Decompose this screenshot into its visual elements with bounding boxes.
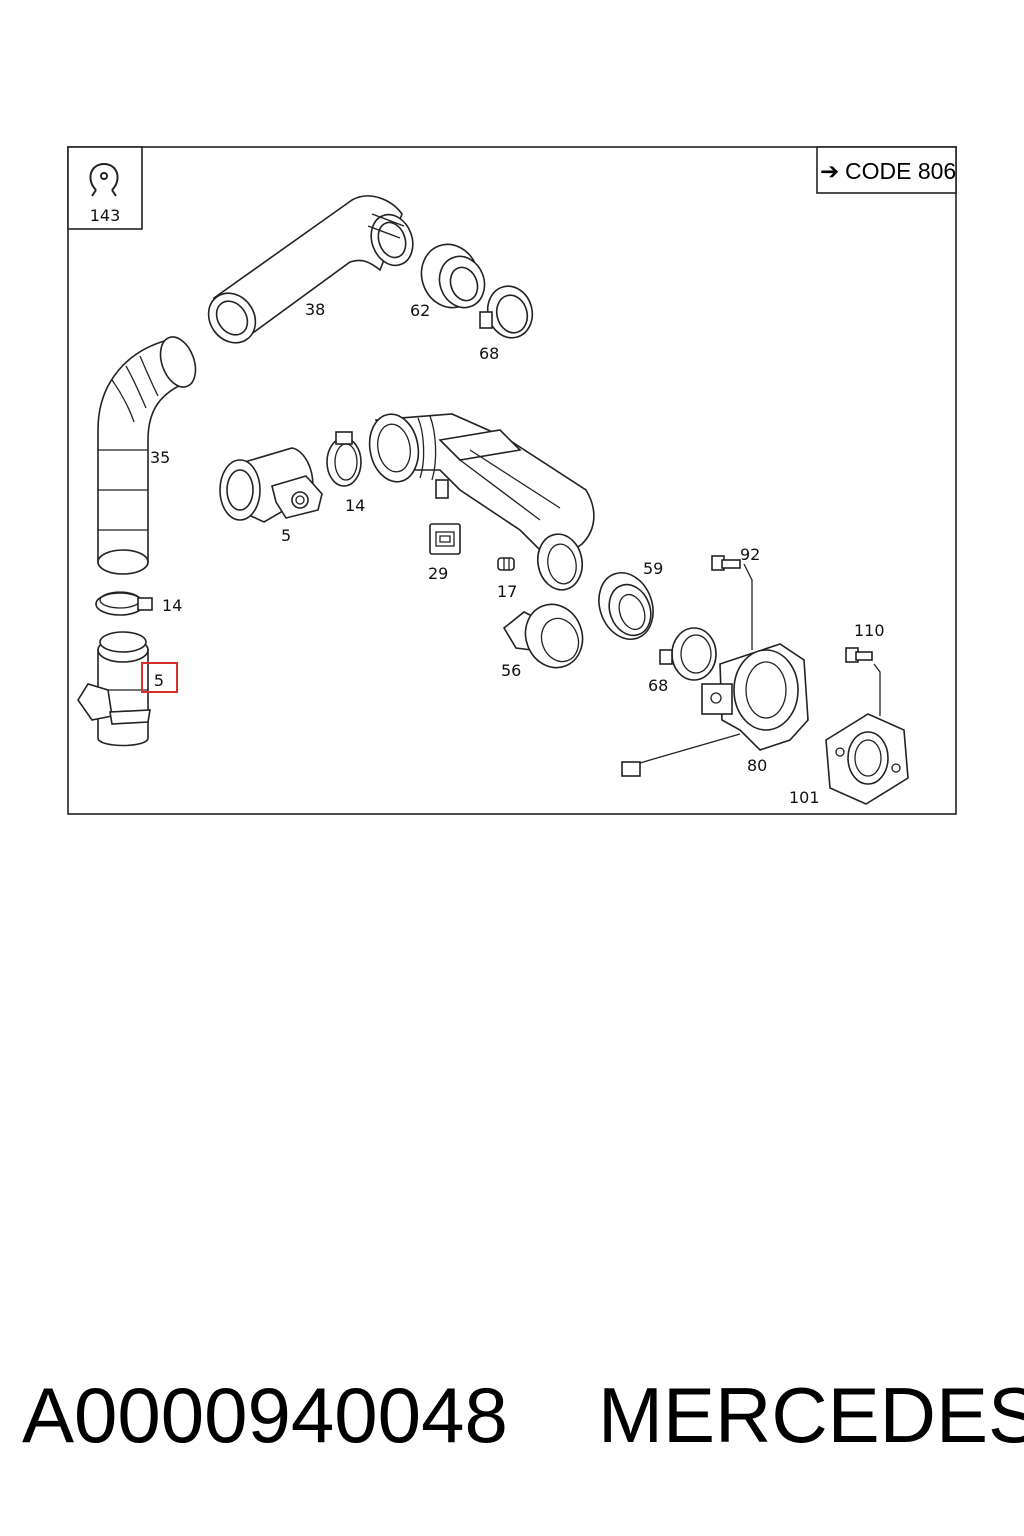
code-label: CODE 806 — [845, 158, 956, 184]
callout-68-upper: 68 — [479, 344, 499, 363]
maf-sensor-upper — [219, 447, 323, 523]
callout-14-left: 14 — [162, 596, 182, 615]
gasket-101 — [825, 713, 909, 805]
callout-101: 101 — [789, 788, 820, 807]
callout-68-lower: 68 — [648, 676, 668, 695]
callout-92: 92 — [740, 545, 760, 564]
callout-5-upper: 5 — [281, 526, 291, 545]
callout-29: 29 — [428, 564, 448, 583]
clamp-14-mid — [326, 431, 362, 487]
clamp-68-lower — [659, 627, 717, 681]
callout-38: 38 — [305, 300, 325, 319]
code-box: ➔ CODE 806 — [816, 146, 957, 194]
hose-clip-icon — [89, 162, 119, 197]
callout-highlight-box — [141, 662, 178, 693]
footer: A0000940048 MERCEDES — [0, 1370, 1024, 1470]
connector-29 — [429, 523, 461, 555]
brand-name: MERCEDES — [598, 1371, 1024, 1459]
callout-17: 17 — [497, 582, 517, 601]
screw-92 — [711, 555, 753, 650]
clamp-14-left — [95, 591, 153, 616]
callout-14-mid: 14 — [345, 496, 365, 515]
screw-110 — [845, 647, 881, 716]
callout-5-lower: 5 — [154, 671, 164, 690]
elbow-56 — [502, 603, 584, 669]
throttle-body-80 — [621, 643, 809, 777]
callout-80: 80 — [747, 756, 767, 775]
sleeve-59 — [598, 572, 654, 640]
callout-35: 35 — [150, 448, 170, 467]
nipple-17 — [497, 557, 515, 571]
callout-56: 56 — [501, 661, 521, 680]
maf-sensor-lower — [77, 631, 151, 747]
legend-box: 143 — [67, 146, 143, 230]
clamp-68-upper — [479, 285, 534, 339]
intake-hose-35 — [97, 336, 197, 575]
callout-62: 62 — [410, 301, 430, 320]
callout-59: 59 — [643, 559, 663, 578]
air-duct — [368, 413, 595, 591]
part-number: A0000940048 — [22, 1371, 508, 1459]
seal-62 — [420, 243, 486, 309]
code-arrow: ➔ — [820, 158, 839, 184]
callout-110: 110 — [854, 621, 885, 640]
intake-hose-38 — [207, 195, 414, 344]
legend-number: 143 — [90, 206, 121, 225]
diagram-frame — [67, 146, 957, 815]
